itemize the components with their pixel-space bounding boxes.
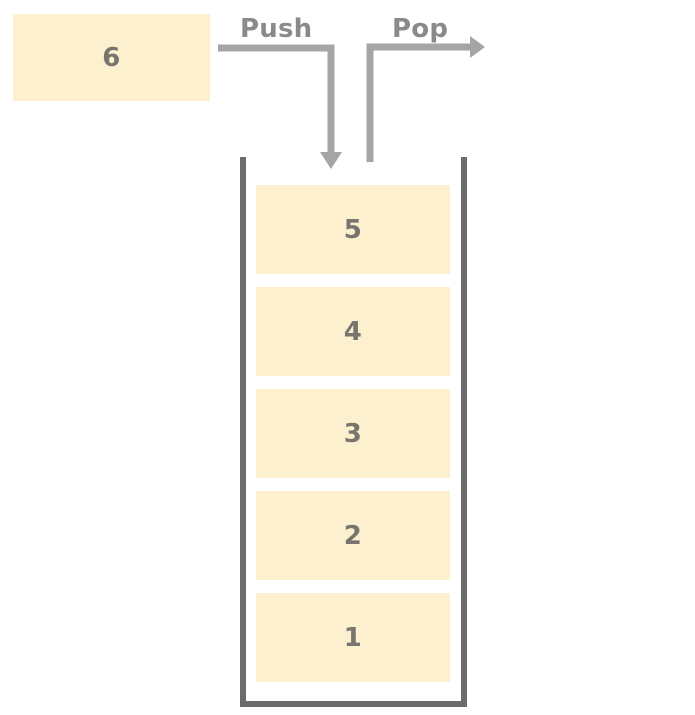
pop-arrow xyxy=(366,36,485,162)
stack-items-list: 5 4 3 2 1 xyxy=(256,185,450,682)
push-arrow-head xyxy=(320,152,342,169)
stack-item[interactable]: 5 xyxy=(256,185,450,274)
stack-item[interactable]: 4 xyxy=(256,287,450,376)
stack-item-label: 5 xyxy=(343,214,363,245)
stack-item[interactable]: 1 xyxy=(256,593,450,682)
incoming-value-label: 6 xyxy=(102,42,121,73)
push-arrow xyxy=(218,44,342,169)
push-label: Push xyxy=(240,14,313,44)
incoming-value-box[interactable]: 6 xyxy=(13,14,210,101)
pop-arrow-shaft xyxy=(366,43,473,162)
pop-arrow-head xyxy=(470,36,485,58)
stack-item-label: 3 xyxy=(343,418,363,449)
stack-wall-bottom xyxy=(240,701,467,707)
stack-item-label: 1 xyxy=(343,622,363,653)
push-arrow-shaft xyxy=(218,44,335,155)
stack-wall-left xyxy=(240,157,246,707)
stack-item-label: 2 xyxy=(343,520,363,551)
stack-wall-right xyxy=(461,157,467,707)
stack-item-label: 4 xyxy=(343,316,363,347)
stack-item[interactable]: 3 xyxy=(256,389,450,478)
pop-label: Pop xyxy=(392,14,449,44)
stack-item[interactable]: 2 xyxy=(256,491,450,580)
